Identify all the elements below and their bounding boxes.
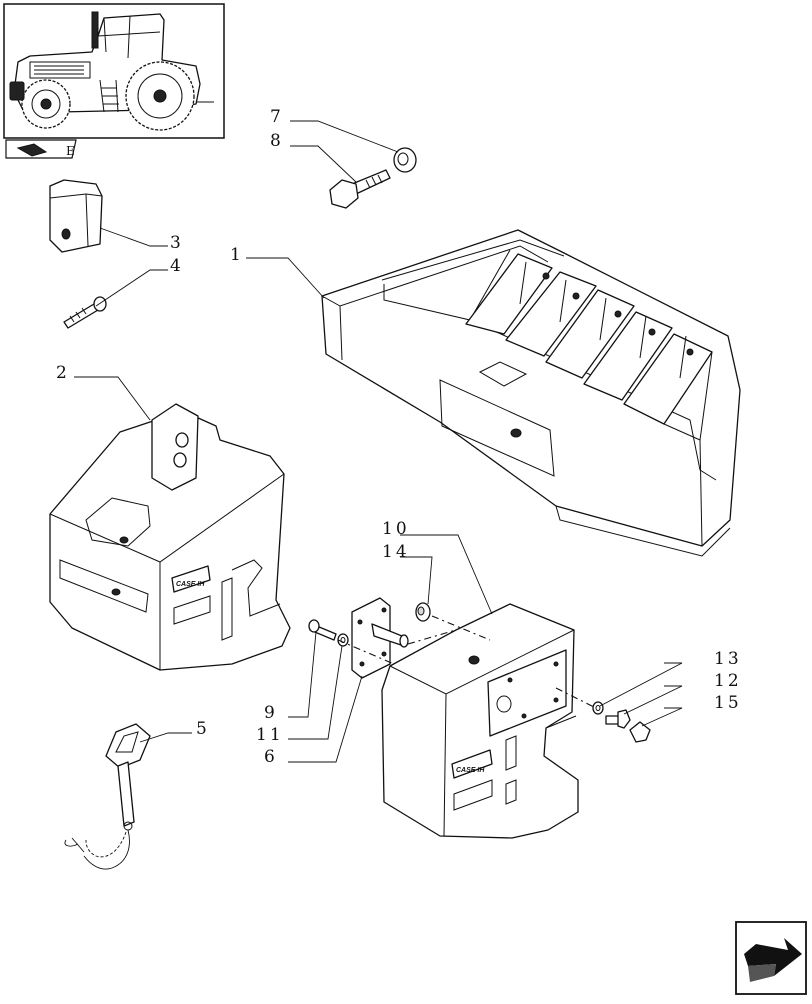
callout-3[interactable]: 3 (170, 233, 184, 253)
callout-9[interactable]: 9 (264, 703, 278, 723)
cap-15 (629, 721, 651, 743)
washer-11 (337, 633, 349, 647)
bolt-12 (605, 709, 631, 729)
callout-12[interactable]: 12 (714, 671, 742, 691)
callout-14[interactable]: 14 (382, 542, 410, 562)
side-weight-10: CASE IH (381, 603, 579, 839)
washer-7 (393, 147, 417, 173)
case-badge-side: CASE IH (456, 767, 485, 774)
tractor-thumbnail-icon[interactable] (3, 3, 225, 139)
bolt-8 (329, 169, 391, 209)
leader-lines (74, 120, 683, 763)
plug-14 (415, 602, 431, 622)
callout-8[interactable]: 8 (270, 131, 284, 151)
callout-11[interactable]: 11 (256, 725, 284, 745)
block-3 (49, 179, 103, 253)
callout-15[interactable]: 15 (714, 693, 742, 713)
thumbnail-tab (5, 139, 77, 159)
callout-4[interactable]: 4 (170, 256, 184, 276)
callout-1[interactable]: 1 (230, 245, 244, 265)
thumbnail-code: E (66, 144, 75, 158)
callout-5[interactable]: 5 (196, 719, 210, 739)
case-badge-front: CASE IH (176, 581, 205, 588)
washer-13 (592, 701, 604, 715)
screw-4 (63, 296, 107, 329)
callout-13[interactable]: 13 (714, 649, 742, 669)
callout-7[interactable]: 7 (270, 107, 284, 127)
next-page-arrow-icon[interactable] (735, 921, 807, 995)
lynch-pin-5 (64, 723, 151, 870)
callout-10[interactable]: 10 (382, 519, 410, 539)
callout-2[interactable]: 2 (56, 363, 70, 383)
bolt-9 (308, 619, 337, 641)
front-weight-2: CASE IH (49, 403, 291, 671)
callout-6[interactable]: 6 (264, 747, 278, 767)
weight-carrier-1 (321, 229, 741, 557)
